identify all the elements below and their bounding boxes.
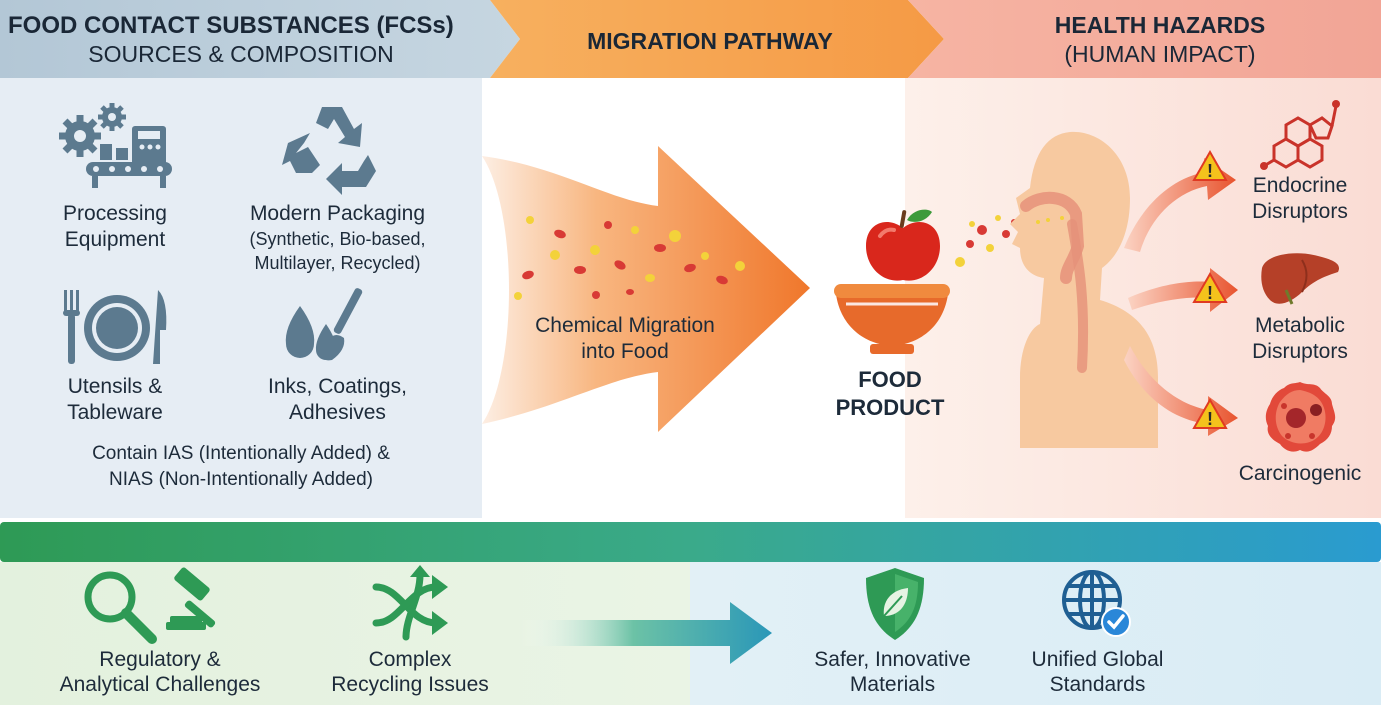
inks-label-1: Inks, Coatings, — [268, 375, 407, 398]
regulatory-label-2: Analytical Challenges — [59, 673, 261, 696]
regulatory-label-1: Regulatory & — [99, 648, 221, 671]
processing-label-1: Processing — [63, 202, 167, 225]
globe-check-icon — [1062, 570, 1131, 637]
gavel-icon — [166, 567, 216, 630]
liver-icon — [1261, 253, 1340, 305]
bowl-icon — [834, 284, 950, 354]
unified-label-1: Unified Global — [1031, 648, 1164, 671]
unified-label-2: Standards — [1049, 673, 1146, 696]
shield-leaf-icon — [866, 568, 924, 640]
molecule-icon — [1260, 100, 1340, 170]
utensils-label-1: Utensils & — [67, 375, 163, 398]
packaging-label-1: Modern Packaging — [249, 202, 426, 225]
endocrine-label-2: Disruptors — [1252, 200, 1348, 223]
magnifier-icon — [84, 571, 157, 644]
safer-label-2: Materials — [849, 673, 936, 696]
fork-plate-knife-icon — [63, 290, 167, 364]
endocrine-label-1: Endocrine — [1252, 174, 1348, 197]
drops-brush-icon — [285, 288, 363, 361]
ingestion-particles — [955, 215, 1017, 267]
header-left-title: FOOD CONTACT SUBSTANCES (FCSs) — [8, 12, 454, 39]
cancer-cell-icon — [1265, 382, 1336, 452]
header-middle-title: MIGRATION PATHWAY — [587, 28, 833, 54]
tangled-arrows-icon — [372, 565, 448, 641]
processing-equipment-icon — [59, 103, 172, 188]
warning-glyph: ! — [1207, 161, 1213, 181]
warning-glyph: ! — [1207, 409, 1213, 429]
recycle-icon — [282, 107, 376, 195]
migration-label-1: Chemical Migration — [535, 314, 715, 337]
warning-icon-endocrine: ! — [1192, 149, 1228, 181]
packaging-label-3: Multilayer, Recycled) — [254, 253, 421, 273]
recycling-label-2: Recycling Issues — [331, 673, 489, 696]
processing-label-2: Equipment — [64, 228, 166, 251]
migration-arrow — [482, 146, 810, 432]
ias-label-2: NIAS (Non-Intentionally Added) — [108, 469, 374, 490]
food-label-1: FOOD — [858, 367, 922, 392]
warning-icon-metabolic: ! — [1192, 271, 1228, 303]
warning-glyph: ! — [1207, 283, 1213, 303]
recycling-label-1: Complex — [368, 648, 452, 671]
header-left-subtitle: SOURCES & COMPOSITION — [88, 41, 394, 67]
packaging-label-2: (Synthetic, Bio-based, — [249, 229, 426, 249]
metabolic-label-1: Metabolic — [1255, 314, 1345, 337]
header-right-title: HEALTH HAZARDS — [1054, 12, 1266, 38]
migration-label-2: into Food — [581, 340, 669, 363]
safer-label-1: Safer, Innovative — [814, 648, 971, 671]
warning-icon-carcinogenic: ! — [1192, 397, 1228, 429]
ias-label-1: Contain IAS (Intentionally Added) & — [92, 443, 390, 464]
human-profile-icon — [1010, 131, 1158, 448]
food-label-2: PRODUCT — [835, 395, 945, 420]
utensils-label-2: Tableware — [67, 401, 163, 424]
migrating-particles — [514, 216, 745, 300]
inks-label-2: Adhesives — [289, 401, 386, 424]
transition-arrow — [520, 602, 772, 664]
carcinogenic-label: Carcinogenic — [1238, 462, 1362, 485]
apple-icon — [866, 209, 940, 281]
metabolic-label-2: Disruptors — [1252, 340, 1348, 363]
header-right-subtitle: (HUMAN IMPACT) — [1064, 41, 1256, 67]
